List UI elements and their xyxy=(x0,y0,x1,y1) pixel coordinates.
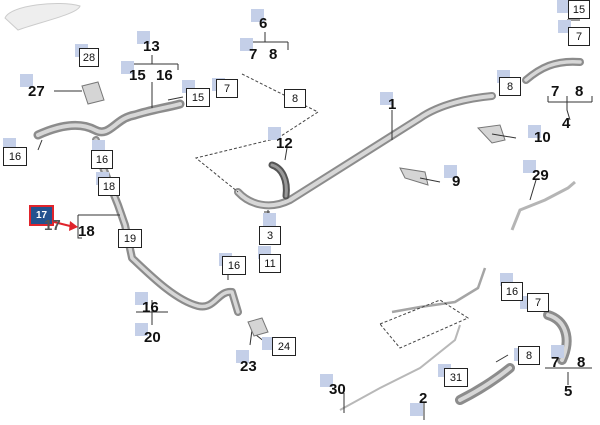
callout-marker xyxy=(444,165,457,178)
callout-box-28: 28 xyxy=(79,48,99,67)
callout-marker xyxy=(240,38,253,51)
callout-16: 16 xyxy=(142,299,159,316)
callout-16: 16 xyxy=(156,67,173,84)
callout-box-19: 19 xyxy=(118,229,142,248)
callout-marker xyxy=(92,140,105,153)
callout-marker xyxy=(135,323,148,336)
callout-2: 2 xyxy=(419,390,428,407)
callout-marker xyxy=(410,403,423,416)
callout-box-7: 7 xyxy=(568,27,590,46)
pipe-1 xyxy=(234,92,496,210)
bracket-lines xyxy=(77,19,593,420)
callout-29: 29 xyxy=(532,167,549,184)
callout-box-18: 18 xyxy=(98,177,120,196)
callout-30: 30 xyxy=(329,381,346,398)
callout-box-11: 11 xyxy=(259,254,281,273)
callout-marker xyxy=(528,125,541,138)
callout-12: 12 xyxy=(276,135,293,152)
callout-marker xyxy=(320,374,333,387)
highlight-arrow xyxy=(53,221,78,231)
callout-marker xyxy=(251,9,264,22)
callout-marker xyxy=(263,213,276,226)
callout-box-16: 16 xyxy=(222,256,246,275)
callout-marker xyxy=(20,74,33,87)
callout-box-24: 24 xyxy=(272,337,296,356)
callout-20: 20 xyxy=(144,329,161,346)
callout-marker xyxy=(523,160,536,173)
callout-10: 10 xyxy=(534,129,551,146)
pipe-top-right xyxy=(522,57,584,84)
callout-7: 7 xyxy=(551,354,560,371)
callout-marker xyxy=(551,345,564,358)
callout-box-16: 16 xyxy=(3,147,27,166)
callout-8: 8 xyxy=(575,83,584,100)
callout-box-8: 8 xyxy=(499,77,521,96)
dashed-frame-bottom xyxy=(379,299,470,349)
callout-marker xyxy=(262,337,275,350)
callout-15: 15 xyxy=(129,67,146,84)
callout-27: 27 xyxy=(28,83,45,100)
callout-1: 1 xyxy=(388,96,397,113)
callout-box-31: 31 xyxy=(444,368,468,387)
part-thin-lines-a xyxy=(391,267,487,314)
callout-marker xyxy=(558,20,571,33)
callout-5: 5 xyxy=(564,383,573,400)
callout-17-highlighted[interactable]: 17 xyxy=(29,205,54,226)
callout-marker xyxy=(236,350,249,363)
pipe-13 xyxy=(33,99,185,140)
callout-marker xyxy=(268,127,281,140)
callout-box-7: 7 xyxy=(527,293,549,312)
callout-7: 7 xyxy=(551,83,560,100)
part-24-clip xyxy=(247,317,269,337)
part-10-clip xyxy=(476,124,506,144)
callout-marker xyxy=(135,292,148,305)
callout-17: 17 xyxy=(44,217,61,234)
part-28-clip xyxy=(81,81,105,105)
callout-18: 18 xyxy=(78,223,95,240)
callout-box-3: 3 xyxy=(259,226,281,245)
callout-marker xyxy=(121,61,134,74)
callout-box-15: 15 xyxy=(568,0,590,19)
callout-box-7: 7 xyxy=(216,79,238,98)
pipe-16-19 xyxy=(92,136,242,316)
callout-marker xyxy=(137,31,150,44)
callout-box-16: 16 xyxy=(91,150,113,169)
callout-13: 13 xyxy=(143,38,160,55)
part-29-line xyxy=(510,180,576,231)
callout-4: 4 xyxy=(562,115,571,132)
callout-marker xyxy=(380,92,393,105)
callout-7: 7 xyxy=(249,46,258,63)
callout-box-16: 16 xyxy=(501,282,523,301)
part-top-left-housing xyxy=(4,2,81,31)
callout-6: 6 xyxy=(259,15,268,32)
pipe-12 xyxy=(268,161,290,200)
callout-box-8: 8 xyxy=(284,89,306,108)
callout-23: 23 xyxy=(240,358,257,375)
callout-8: 8 xyxy=(269,46,278,63)
callout-marker xyxy=(557,0,570,13)
callout-box-8: 8 xyxy=(518,346,540,365)
callout-9: 9 xyxy=(452,173,461,190)
part-9-bracket xyxy=(399,167,429,186)
callout-8: 8 xyxy=(577,354,586,371)
callout-box-15: 15 xyxy=(186,88,210,107)
part-thin-lines-b xyxy=(339,324,461,411)
